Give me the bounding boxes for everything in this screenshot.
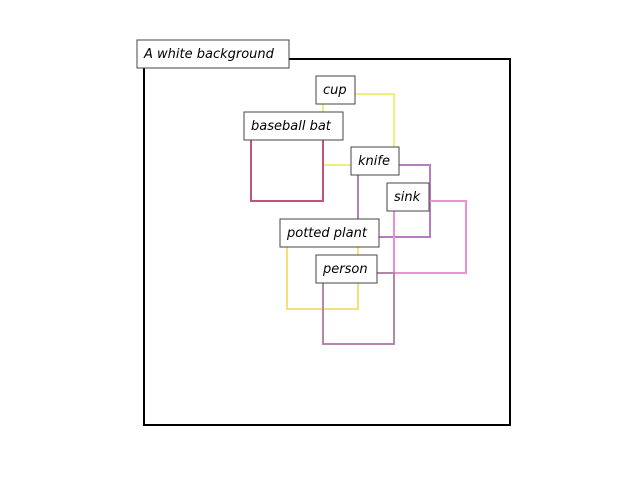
label-cup-text: cup	[323, 83, 347, 98]
label-sink: sink	[386, 182, 430, 212]
label-baseball-bat: baseball bat	[243, 111, 344, 141]
box-sink	[393, 200, 467, 274]
label-potted-plant-text: potted plant	[286, 226, 368, 241]
box-baseball-bat	[250, 129, 324, 202]
scene-frame	[143, 58, 511, 426]
label-knife: knife	[350, 146, 400, 176]
caption-text: A white background	[143, 47, 275, 62]
label-knife-text: knife	[358, 154, 390, 169]
label-potted-plant: potted plant	[279, 218, 380, 248]
label-person-text: person	[322, 262, 368, 277]
caption-label: A white background	[136, 39, 290, 69]
label-baseball-bat-text: baseball bat	[251, 119, 332, 134]
label-cup: cup	[315, 75, 356, 105]
label-sink-text: sink	[394, 190, 421, 205]
label-person: person	[315, 254, 378, 284]
